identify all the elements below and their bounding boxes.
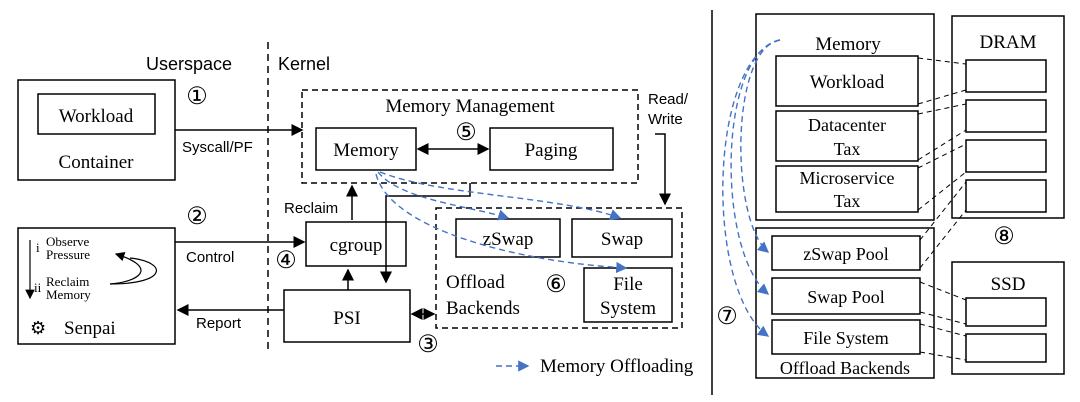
dram-page-4 [965, 179, 1047, 213]
datacenter-label-1: Datacenter [808, 115, 886, 135]
mm-to-psi-arrow [380, 183, 471, 284]
kernel-label: Kernel [278, 54, 330, 74]
datacenter-tax-box [775, 110, 919, 162]
step-2-badge: ② [186, 203, 208, 230]
offload-arrow-file-pool [722, 39, 781, 337]
reclaim-memory-label-2: Memory [46, 287, 91, 302]
zswap-label: zSwap [483, 229, 534, 250]
senpai-label: Senpai [64, 318, 116, 339]
paging-label: Paging [525, 140, 578, 161]
senpai-loop-return [109, 251, 142, 285]
dram-box [951, 15, 1065, 219]
offload-backends-box [435, 207, 683, 329]
file-system-pool-box [771, 319, 921, 355]
senpai-box [17, 227, 176, 345]
file-system-pool-label: File System [803, 328, 889, 348]
offload-arrow-swap [379, 171, 622, 220]
swap-label: Swap [601, 229, 643, 250]
step-8-badge: ⑧ [993, 223, 1015, 250]
workload-label: Workload [59, 106, 134, 127]
file-system-box [583, 267, 673, 323]
offload-arrow-swap-pool [730, 39, 781, 295]
offload-backends-container [755, 227, 935, 379]
memory-management-box [301, 89, 639, 184]
workload-box [37, 93, 156, 135]
memory-management-label: Memory Management [385, 96, 555, 117]
memory-box [315, 127, 417, 171]
step-i-label: i [36, 240, 40, 255]
reclaim-label: Reclaim [284, 200, 338, 217]
psi-box [283, 289, 411, 343]
reclaim-memory-label-1: Reclaim [46, 274, 89, 289]
read-write-label-1: Read/ [648, 91, 689, 108]
system-label: System [600, 298, 656, 319]
dram-page-1 [965, 59, 1047, 93]
file-label: File [613, 274, 643, 295]
backends-label: Backends [446, 298, 520, 319]
microservice-label-2: Tax [834, 191, 861, 211]
microservice-tax-box [775, 165, 919, 213]
step-5-badge: ⑤ [455, 119, 477, 146]
zswap-pool-label: zSwap Pool [803, 244, 889, 264]
read-write-arrow [655, 133, 671, 206]
offload-label: Offload [446, 272, 505, 293]
ssd-page-1 [965, 297, 1047, 327]
psi-label: PSI [333, 308, 360, 329]
memory-container-box [755, 13, 935, 221]
step-6-badge: ⑥ [545, 271, 567, 298]
step-3-badge: ③ [417, 331, 439, 358]
legend-label: Memory Offloading [540, 356, 694, 377]
offload-arrow-zswap [377, 171, 510, 221]
right-memory-label: Memory [815, 34, 881, 55]
offload-backends-label: Offload Backends [780, 358, 910, 378]
mapping-lines [917, 57, 967, 361]
dram-label: DRAM [979, 32, 1036, 53]
userspace-label: Userspace [146, 54, 232, 74]
container-label: Container [59, 152, 135, 173]
observe-label-2: Pressure [46, 247, 90, 262]
offload-arrow-zswap-pool [740, 39, 781, 253]
offload-arrow-filesystem [375, 173, 628, 274]
zswap-pool-box [771, 235, 921, 271]
dram-page-2 [965, 99, 1047, 133]
paging-box [489, 127, 614, 171]
right-workload-label: Workload [810, 72, 885, 93]
swap-pool-box [771, 277, 921, 315]
cgroup-label: cgroup [330, 235, 383, 256]
observe-label-1: Observe [46, 234, 90, 249]
ssd-box [951, 261, 1065, 375]
control-label: Control [186, 249, 234, 266]
step-ii-label: ii [34, 280, 42, 295]
step-4-badge: ④ [275, 247, 297, 274]
ssd-page-2 [965, 333, 1047, 363]
ssd-label: SSD [991, 274, 1026, 295]
dram-page-3 [965, 139, 1047, 173]
syscall-pf-label: Syscall/PF [182, 139, 253, 156]
step-1-badge: ① [186, 83, 208, 110]
senpai-loop-arrow [109, 257, 157, 285]
swap-pool-label: Swap Pool [807, 287, 885, 307]
step-7-badge: ⑦ [716, 303, 738, 330]
cgroup-box [305, 221, 407, 267]
microservice-label-1: Microservice [800, 168, 895, 188]
swap-box [571, 218, 673, 258]
right-workload-box [775, 55, 919, 107]
datacenter-label-2: Tax [834, 139, 861, 159]
memory-label: Memory [333, 140, 399, 161]
report-label: Report [196, 315, 242, 332]
read-write-label-2: Write [648, 111, 683, 128]
gear-icon: ⚙ [30, 318, 46, 338]
